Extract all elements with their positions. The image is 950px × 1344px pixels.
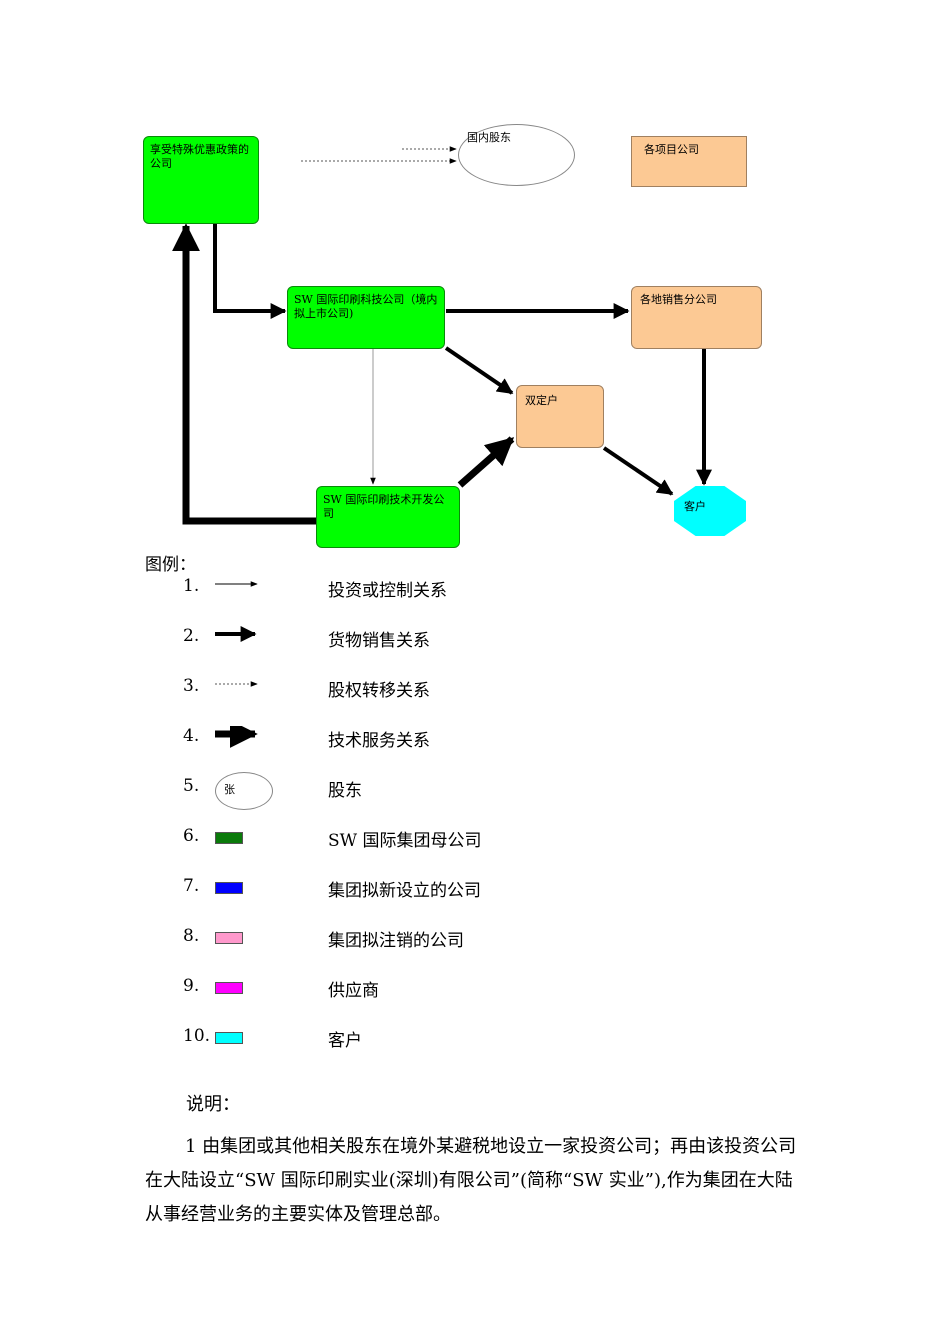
node-label: 各项目公司 — [644, 143, 699, 156]
node-label: 双定户 — [525, 394, 558, 407]
legend-item: 2. 货物销售关系 — [183, 626, 783, 656]
legend-item: 3. 股权转移关系 — [183, 676, 783, 706]
goods-arrow-preferential-to-swtech — [213, 224, 287, 319]
node-customer: 客户 — [674, 486, 746, 536]
tech-service-arrow-dev-to-dual — [457, 436, 515, 488]
legend-title: 图例： — [145, 555, 196, 575]
node-label: 国内股东 — [467, 131, 511, 144]
node-preferential-company: 享受特殊优惠政策的公司 — [143, 136, 259, 224]
diagram-connectors — [172, 146, 712, 525]
legend-num: 1. — [183, 576, 200, 596]
legend-label: 技术服务关系 — [328, 731, 430, 751]
swatch-icon — [215, 976, 275, 1006]
legend-label: 客户 — [328, 1031, 362, 1051]
legend-num: 8. — [183, 926, 200, 946]
swatch-icon — [215, 826, 275, 856]
legend-label: 集团拟注销的公司 — [328, 931, 464, 951]
legend-num: 10. — [183, 1026, 211, 1046]
bold-arrow-icon — [215, 626, 257, 642]
legend-num: 9. — [183, 976, 200, 996]
legend-label: 投资或控制关系 — [328, 581, 447, 601]
node-regional-sales: 各地销售分公司 — [631, 286, 762, 349]
legend-label: 股东 — [328, 781, 362, 801]
swatch-icon — [215, 876, 275, 906]
legend-label: SW 国际集团母公司 — [328, 831, 482, 851]
legend-label: 集团拟新设立的公司 — [328, 881, 481, 901]
legend-item: 7. 集团拟新设立的公司 — [183, 876, 783, 906]
node-label: 客户 — [684, 500, 706, 513]
legend-num: 5. — [183, 776, 200, 796]
node-sw-dev: SW 国际印刷技术开发公司 — [316, 486, 460, 548]
thin-arrow-icon — [215, 581, 258, 587]
ellipse-label: 张 — [224, 783, 235, 796]
swatch-icon — [215, 1026, 275, 1056]
legend-item: 10. 客户 — [183, 1026, 783, 1056]
node-label: 享受特殊优惠政策的公司 — [150, 143, 249, 170]
notes-body: 1 由集团或其他相关股东在境外某避税地设立一家投资公司；再由该投资公司在大陆设立… — [145, 1136, 797, 1225]
legend-item: 6. SW 国际集团母公司 — [183, 826, 783, 856]
node-sw-tech: SW 国际印刷科技公司（境内拟上市公司) — [287, 286, 445, 349]
node-label: 各地销售分公司 — [640, 293, 717, 306]
node-label: SW 国际印刷技术开发公司 — [323, 493, 445, 520]
legend-num: 4. — [183, 726, 200, 746]
legend-item: 8. 集团拟注销的公司 — [183, 926, 783, 956]
legend-label: 货物销售关系 — [328, 631, 430, 651]
shareholder-ellipse-icon: 张 — [215, 772, 275, 810]
node-dual-account: 双定户 — [516, 385, 604, 448]
legend-num: 3. — [183, 676, 200, 696]
node-label: SW 国际印刷科技公司（境内拟上市公司) — [294, 293, 438, 320]
legend-label: 供应商 — [328, 981, 379, 1001]
legend-item: 9. 供应商 — [183, 976, 783, 1006]
dotted-arrow-icon — [215, 681, 258, 687]
heavy-arrow-icon — [215, 726, 258, 748]
legend-num: 7. — [183, 876, 200, 896]
notes-title: 说明： — [186, 1094, 240, 1115]
legend-num: 6. — [183, 826, 200, 846]
tech-service-arrow-dev-to-preferential — [172, 223, 316, 525]
goods-arrow-swtech-to-dual — [444, 346, 514, 395]
legend-item: 5. 张 股东 — [183, 772, 783, 810]
node-domestic-shareholder: 国内股东 — [458, 124, 575, 186]
legend-num: 2. — [183, 626, 200, 646]
legend-item: 4. 技术服务关系 — [183, 726, 783, 756]
legend-label: 股权转移关系 — [328, 681, 430, 701]
flow-diagram: 享受特殊优惠政策的公司 国内股东 各项目公司 SW 国际印刷科技公司（境内拟上市… — [0, 0, 950, 560]
legend-item: 1. 投资或控制关系 — [183, 576, 783, 606]
swatch-icon — [215, 926, 275, 956]
node-project-companies: 各项目公司 — [631, 136, 747, 187]
goods-arrow-dual-to-customer — [602, 446, 674, 496]
